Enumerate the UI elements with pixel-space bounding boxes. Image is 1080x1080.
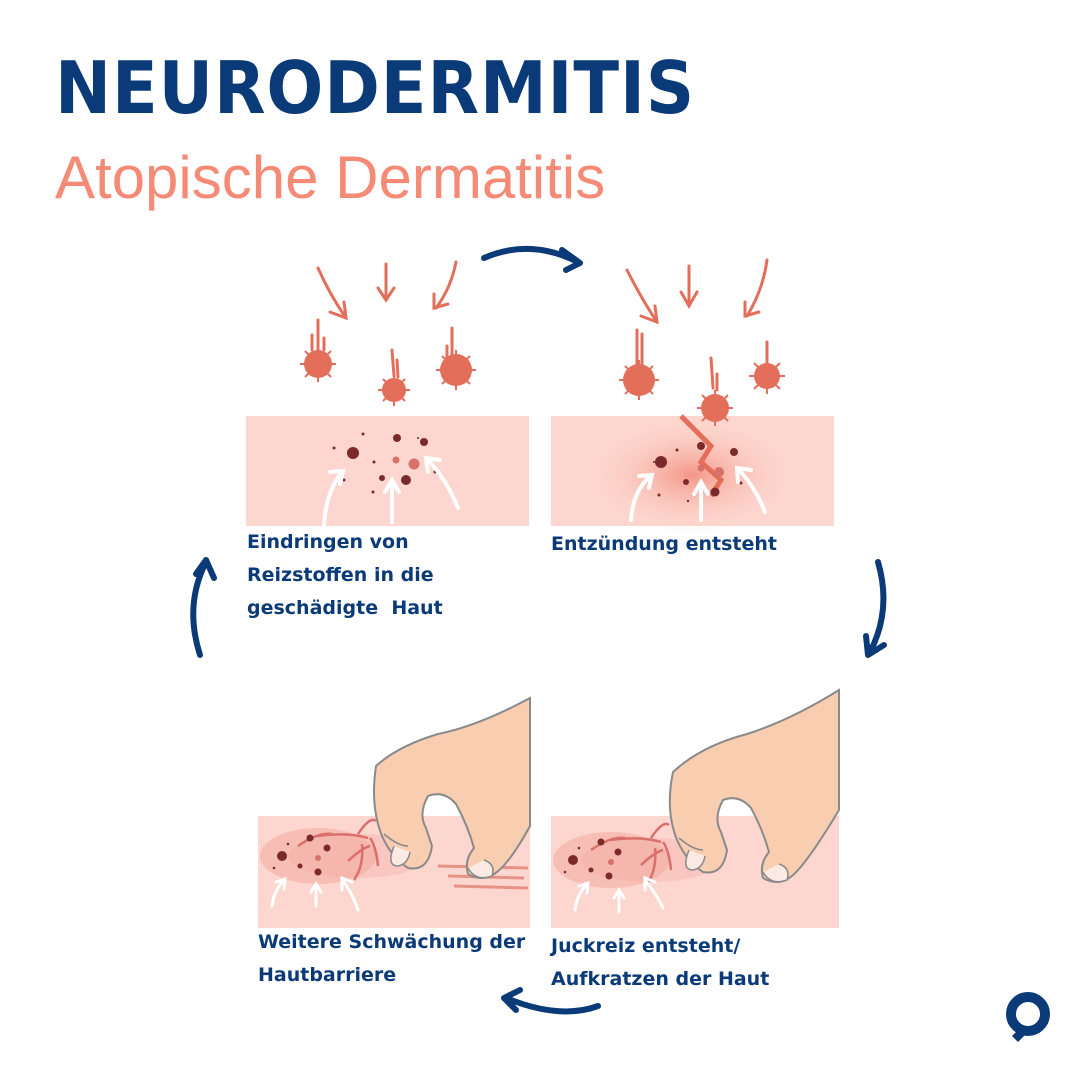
- scratching-hand-icon: [260, 696, 531, 912]
- irritant-arrows-icon: [300, 260, 476, 527]
- skin-layer: [246, 416, 529, 526]
- page-title: NEURODERMITIS: [55, 46, 695, 130]
- step-4-caption: Weitere Schwächung der Hautbarriere: [258, 931, 526, 986]
- step-3-caption: Juckreiz entsteht/ Aufkratzen der Haut: [551, 935, 770, 990]
- page-subtitle: Atopische Dermatitis: [55, 144, 606, 211]
- step-4-illustration: [258, 696, 531, 928]
- step-3-illustration: [551, 688, 840, 928]
- step-1-illustration: [246, 250, 530, 528]
- scratching-hand-icon: [553, 688, 840, 914]
- step-1-caption: Eindringen von Reizstoffen in die geschä…: [247, 531, 443, 619]
- step-2-caption: Entzündung entsteht: [551, 533, 777, 555]
- step-2-illustration: [551, 250, 835, 535]
- inflammation-icon: [581, 258, 801, 535]
- magnifier-logo-icon: [1006, 992, 1050, 1042]
